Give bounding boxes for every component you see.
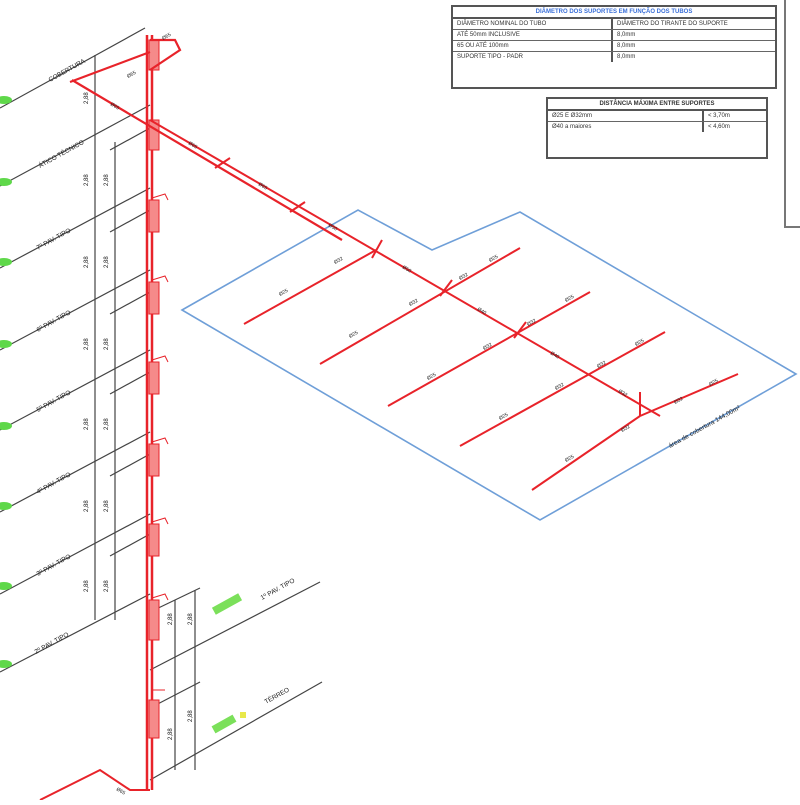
svg-text:Ø25: Ø25 xyxy=(278,288,289,298)
svg-text:Ø40: Ø40 xyxy=(476,307,487,317)
svg-text:Ø32: Ø32 xyxy=(596,360,607,370)
svg-text:2,88: 2,88 xyxy=(168,728,174,740)
svg-text:2,88: 2,88 xyxy=(104,174,110,186)
table-cell: Ø25 E Ø32mm xyxy=(548,111,704,121)
table-cell: 8,0mm xyxy=(617,32,636,38)
svg-text:Ø32: Ø32 xyxy=(408,298,419,308)
svg-text:Ø25: Ø25 xyxy=(634,338,645,348)
svg-text:2,88: 2,88 xyxy=(84,92,90,104)
table-title: DISTÂNCIA MÁXIMA ENTRE SUPORTES xyxy=(548,99,766,111)
max-distance-table: DISTÂNCIA MÁXIMA ENTRE SUPORTES Ø25 E Ø3… xyxy=(546,97,768,159)
svg-text:Ø65: Ø65 xyxy=(187,141,198,151)
svg-text:2,88: 2,88 xyxy=(104,418,110,430)
dimension-lines xyxy=(94,55,196,770)
level-label: 3º PAV. TIPO xyxy=(36,553,73,577)
svg-text:Ø25: Ø25 xyxy=(426,372,437,382)
svg-text:Ø65: Ø65 xyxy=(257,182,268,192)
svg-text:2,88: 2,88 xyxy=(84,580,90,592)
svg-text:Ø32: Ø32 xyxy=(673,396,684,406)
svg-text:2,88: 2,88 xyxy=(104,580,110,592)
svg-text:2,88: 2,88 xyxy=(84,174,90,186)
table-row: Ø25 E Ø32mm < 3,70m xyxy=(548,111,766,122)
roof-piping xyxy=(69,38,343,241)
dimension-labels: 2,88 2,88 2,88 2,88 2,88 2,88 2,88 2,88 … xyxy=(84,92,194,740)
svg-text:Ø32: Ø32 xyxy=(482,342,493,352)
riser-pipe xyxy=(145,35,154,790)
riser-valves xyxy=(148,39,169,739)
level-label: 7º PAV. TIPO xyxy=(36,227,73,251)
svg-text:Ø25: Ø25 xyxy=(564,454,575,464)
table-row: SUPORTE TIPO - PADR 8,0mm xyxy=(453,52,775,62)
drawing-frame-border xyxy=(784,0,800,228)
svg-text:Ø65: Ø65 xyxy=(109,102,120,112)
svg-text:2,88: 2,88 xyxy=(104,338,110,350)
svg-text:Ø25: Ø25 xyxy=(498,412,509,422)
svg-text:Ø50: Ø50 xyxy=(327,223,338,233)
table-cell: ATÉ 50mm INCLUSIVE xyxy=(453,30,613,40)
table-cell: Ø40 a maiores xyxy=(548,122,704,132)
svg-text:2,88: 2,88 xyxy=(84,256,90,268)
area-note: área de cobertura 144,00m² xyxy=(668,404,743,450)
svg-text:Ø32: Ø32 xyxy=(333,256,344,266)
svg-text:2,88: 2,88 xyxy=(168,613,174,625)
level-label: COBERTURA xyxy=(48,58,88,84)
level-label: 5º PAV. TIPO xyxy=(36,389,73,413)
level-label: 1º PAV. TIPO xyxy=(260,577,297,601)
table-row: 65 OU ATÉ 100mm 8,0mm xyxy=(453,41,775,52)
table-cell: 8,0mm xyxy=(617,43,636,49)
level-label: 6º PAV. TIPO xyxy=(36,309,73,333)
svg-text:2,88: 2,88 xyxy=(188,613,194,625)
svg-text:Ø25: Ø25 xyxy=(708,378,719,388)
svg-text:Ø25: Ø25 xyxy=(564,294,575,304)
level-label: ÁTICO TÉCNICO xyxy=(37,137,86,170)
supports-diameter-table: DIÂMETRO DOS SUPORTES EM FUNÇÃO DOS TUBO… xyxy=(451,5,777,89)
svg-text:Ø32: Ø32 xyxy=(554,382,565,392)
svg-text:2,88: 2,88 xyxy=(84,500,90,512)
inlet-piping xyxy=(39,768,150,801)
table-row: Ø40 a maiores < 4,60m xyxy=(548,122,766,132)
table-cell: < 3,70m xyxy=(708,113,730,119)
svg-text:Ø65: Ø65 xyxy=(126,70,137,80)
table-title: DIÂMETRO DOS SUPORTES EM FUNÇÃO DOS TUBO… xyxy=(453,7,775,19)
table-header: DIÂMETRO DO TIRANTE DO SUPORTE xyxy=(617,21,728,27)
svg-text:Ø25: Ø25 xyxy=(488,254,499,264)
svg-text:Ø65: Ø65 xyxy=(115,787,126,797)
table-cell: 65 OU ATÉ 100mm xyxy=(453,41,613,51)
pipe-diameter-labels: Ø65 Ø65 Ø65 Ø65 Ø65 Ø50 Ø50 Ø40 Ø40 Ø32 … xyxy=(109,32,719,797)
table-row: ATÉ 50mm INCLUSIVE 8,0mm xyxy=(453,30,775,41)
svg-text:Ø32: Ø32 xyxy=(617,389,628,399)
level-label: 4º PAV. TIPO xyxy=(36,471,73,495)
svg-text:Ø65: Ø65 xyxy=(161,32,172,42)
table-cell: SUPORTE TIPO - PADR xyxy=(453,52,613,62)
level-label: 2º PAV. TIPO xyxy=(34,631,71,655)
coverage-area-outline xyxy=(180,209,798,521)
svg-text:Ø32: Ø32 xyxy=(526,318,537,328)
svg-text:2,88: 2,88 xyxy=(188,710,194,722)
level-labels: COBERTURA ÁTICO TÉCNICO 7º PAV. TIPO 6º … xyxy=(34,58,297,706)
svg-text:Ø40: Ø40 xyxy=(549,351,560,361)
table-cell: < 4,60m xyxy=(708,124,730,130)
distribution-piping xyxy=(149,119,739,491)
level-tags xyxy=(0,96,246,734)
svg-text:Ø32: Ø32 xyxy=(620,424,631,434)
svg-text:Ø32: Ø32 xyxy=(458,272,469,282)
svg-text:Ø25: Ø25 xyxy=(348,330,359,340)
svg-text:2,88: 2,88 xyxy=(104,500,110,512)
table-header-row: DIÂMETRO NOMINAL DO TUBO DIÂMETRO DO TIR… xyxy=(453,19,775,30)
svg-text:2,88: 2,88 xyxy=(84,338,90,350)
table-cell: 8,0mm xyxy=(617,54,636,60)
table-header: DIÂMETRO NOMINAL DO TUBO xyxy=(453,19,613,29)
svg-text:2,88: 2,88 xyxy=(84,418,90,430)
svg-text:2,88: 2,88 xyxy=(104,256,110,268)
svg-text:Ø50: Ø50 xyxy=(401,265,412,275)
